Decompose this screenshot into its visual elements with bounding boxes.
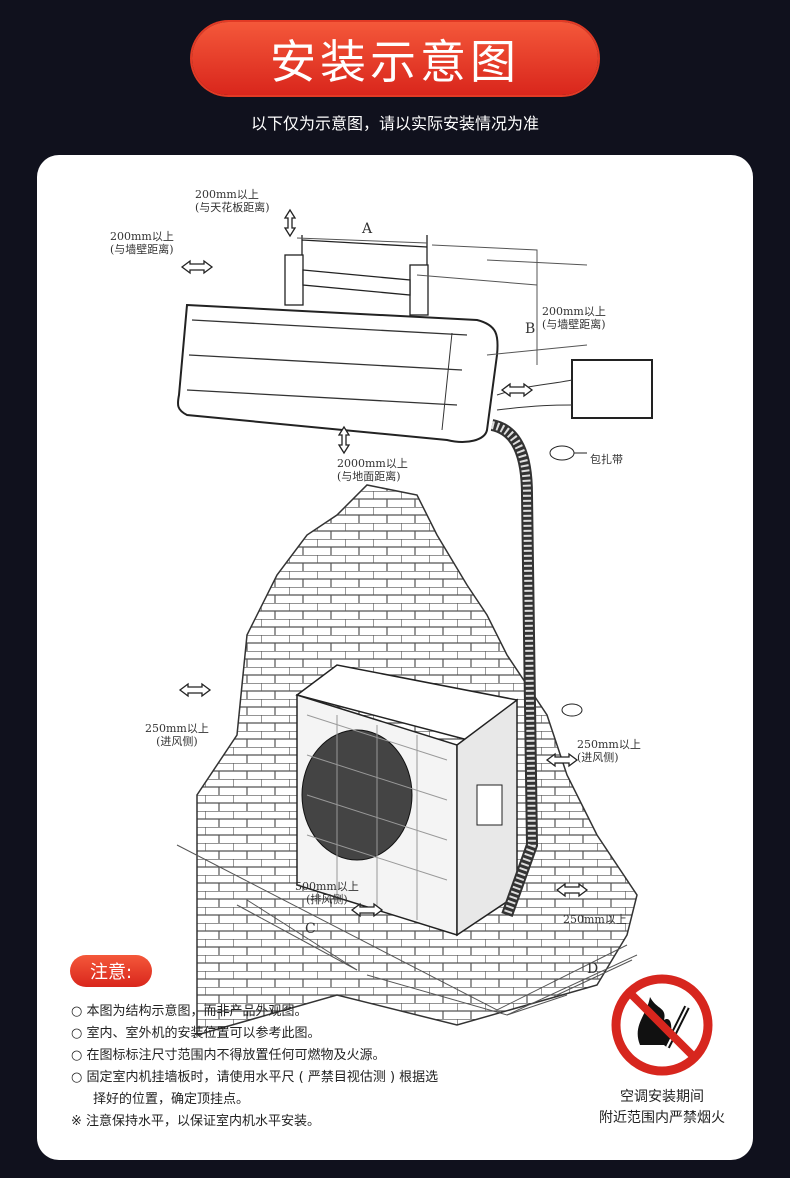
note-text: 择好的位置，确定顶挂点。 [93, 1092, 250, 1107]
note-item: ○ 本图为结构示意图，而非产品外观图。 [71, 1001, 438, 1023]
dimension-lines-b [416, 244, 538, 365]
double-arrow-icon [350, 902, 384, 918]
exhaust-dist: 500mm以上 [295, 880, 359, 893]
dimension-lines-wall [486, 259, 588, 356]
bullet: ○ [71, 1070, 83, 1085]
dimension-c: C [305, 921, 316, 937]
note-item: ○ 在图标标注尺寸范围内不得放置任何可燃物及火源。 [71, 1045, 438, 1067]
double-arrow-icon [555, 882, 589, 898]
right-intake-dist: 250mm以上 [577, 738, 641, 751]
ceiling-clearance-label: 200mm以上(与天花板距离) [195, 188, 270, 214]
right-wall-clearance-label: 200mm以上(与墙壁距离) [542, 305, 606, 331]
left-intake-label: 250mm以上(进风侧) [145, 722, 209, 748]
double-arrow-icon [500, 382, 534, 398]
bullet: ○ [71, 1026, 83, 1041]
warning-caption: 空调安装期间 附近范围内严禁烟火 [577, 1087, 747, 1129]
note-text: 室内、室外机的安装位置可以参考此图。 [86, 1026, 321, 1041]
outdoor-unit [295, 664, 519, 937]
ceiling-dist: 200mm以上 [195, 188, 259, 201]
bullet: ※ [71, 1114, 82, 1129]
double-arrow-icon [180, 259, 214, 275]
floor-clearance-label: 2000mm以上(与地面距离) [337, 457, 408, 483]
page-subtitle: 以下仅为示意图，请以实际安装情况为准 [250, 114, 539, 133]
note-item: ○ 室内、室外机的安装位置可以参考此图。 [71, 1023, 438, 1045]
left-wall-note: (与墙壁距离) [110, 243, 174, 256]
right-intake-label: 250mm以上(进风侧) [577, 738, 641, 764]
exhaust-label: 500mm以上(排风侧) [295, 880, 359, 906]
dimension-d: D [587, 961, 599, 977]
installation-diagram [176, 208, 713, 1076]
left-intake-note: (进风侧) [156, 735, 198, 748]
wall-hole-frame [571, 359, 653, 419]
dimension-a: A [362, 221, 373, 237]
note-text: 本图为结构示意图，而非产品外观图。 [86, 1004, 308, 1019]
warning-line-2: 附近范围内严禁烟火 [599, 1110, 725, 1126]
floor-note: (与地面距离) [337, 470, 401, 483]
left-wall-dist: 200mm以上 [110, 230, 174, 243]
double-arrow-icon [337, 425, 351, 455]
note-text: 注意保持水平，以保证室内机水平安装。 [86, 1114, 321, 1129]
clearance-arrows [178, 208, 589, 918]
tape-roll-icon [549, 445, 575, 461]
page-title: 安装示意图 [192, 22, 598, 95]
note-item: ○ 固定室内机挂墙板时，请使用水平尺 ( 严禁目视估测 ) 根据选 [71, 1067, 438, 1089]
indoor-unit [177, 303, 499, 443]
bullet: ○ [71, 1048, 83, 1063]
left-wall-clearance-label: 200mm以上(与墙壁距离) [110, 230, 174, 256]
warning-line-1: 空调安装期间 [620, 1089, 704, 1105]
left-intake-dist: 250mm以上 [145, 722, 209, 735]
note-text: 固定室内机挂墙板时，请使用水平尺 ( 严禁目视估测 ) 根据选 [86, 1070, 439, 1085]
exhaust-note: (排风侧) [306, 893, 348, 906]
note-item: ※ 注意保持水平，以保证室内机水平安装。 [71, 1111, 438, 1133]
diagram-card: 200mm以上(与天花板距离) 200mm以上(与墙壁距离) A B 200mm… [37, 155, 753, 1160]
double-arrow-icon [545, 752, 579, 768]
pipe-insulation [490, 421, 537, 917]
rear-clearance-label: 250mm以上 [563, 913, 627, 926]
right-wall-dist: 200mm以上 [542, 305, 606, 318]
floor-dist: 2000mm以上 [337, 457, 408, 470]
note-item: 择好的位置，确定顶挂点。 [71, 1089, 438, 1111]
dimension-b: B [525, 321, 536, 337]
tape-label: 包扎带 [590, 453, 623, 466]
no-fire-icon [611, 974, 713, 1076]
notes-title: 注意: [70, 955, 152, 987]
double-arrow-icon [178, 682, 212, 698]
ground-lines [176, 844, 638, 1016]
tape-roll-icon [561, 703, 583, 717]
dimension-line-a [296, 237, 428, 244]
double-arrow-icon [283, 208, 297, 238]
ceiling-note: (与天花板距离) [195, 201, 270, 214]
right-wall-note: (与墙壁距离) [542, 318, 606, 331]
notes-list: ○ 本图为结构示意图，而非产品外观图。 ○ 室内、室外机的安装位置可以参考此图。… [71, 1001, 438, 1133]
bullet: ○ [71, 1004, 83, 1019]
right-intake-note: (进风侧) [577, 751, 619, 764]
note-text: 在图标标注尺寸范围内不得放置任何可燃物及火源。 [86, 1048, 386, 1063]
mounting-plate [284, 235, 429, 316]
